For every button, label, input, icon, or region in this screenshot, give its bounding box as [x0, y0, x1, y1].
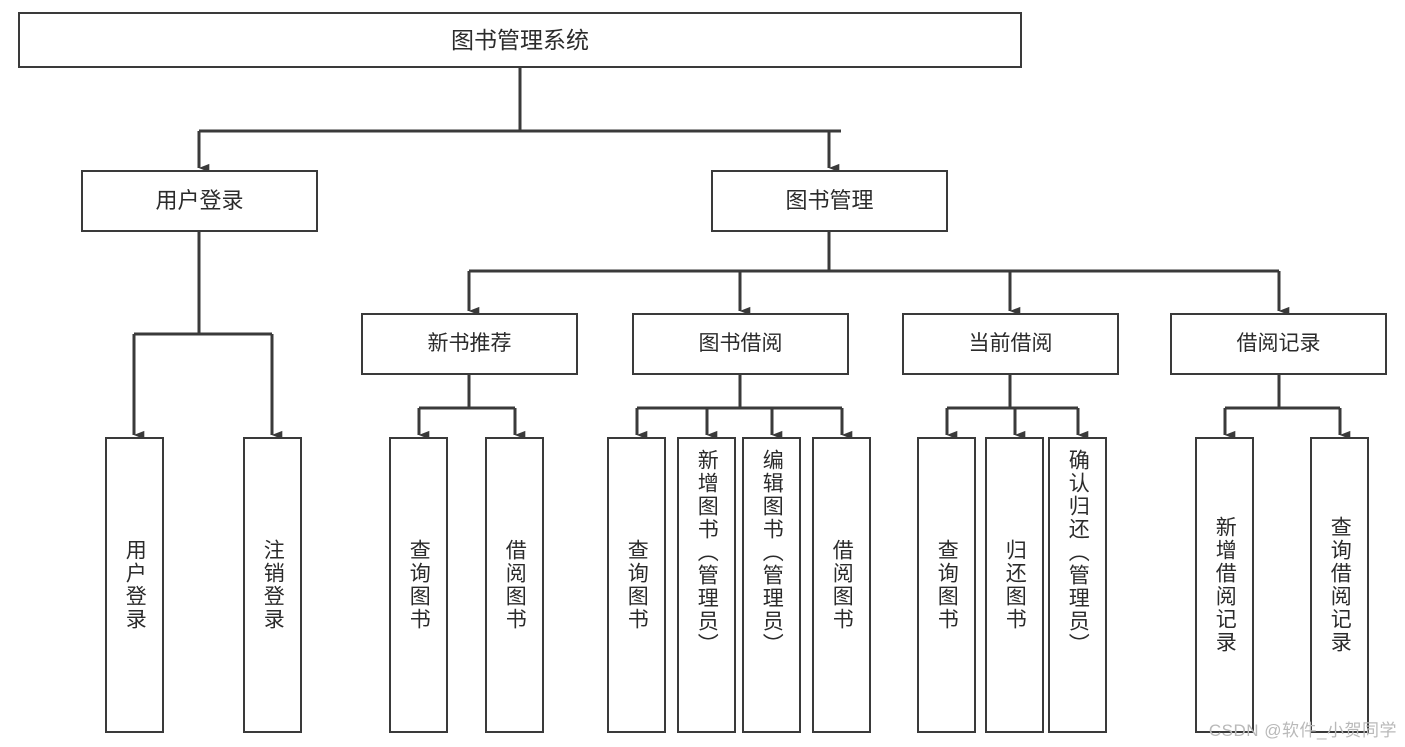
node-leaf-add-borrow-record[interactable]: 新增借阅记录 — [1195, 437, 1254, 733]
node-leaf-query-borrow-record[interactable]: 查询借阅记录 — [1310, 437, 1369, 733]
node-leaf-add-book[interactable]: 新增图书（管理员） — [677, 437, 736, 733]
node-label: 查询图书 — [625, 539, 649, 631]
node-label: 归还图书 — [1003, 539, 1027, 631]
node-label: 图书管理 — [785, 187, 874, 213]
node-leaf-borrow-book-recommend[interactable]: 借阅图书 — [485, 437, 544, 733]
node-label: 借阅图书 — [830, 539, 854, 631]
node-label: 确认归还（管理员） — [1066, 449, 1090, 656]
node-leaf-user-login[interactable]: 用户登录 — [105, 437, 164, 733]
node-new-book-recommend[interactable]: 新书推荐 — [361, 313, 578, 375]
node-root-system[interactable]: 图书管理系统 — [18, 12, 1022, 68]
watermark-text: CSDN @软件_小贺同学 — [1208, 721, 1397, 740]
node-book-manage[interactable]: 图书管理 — [711, 170, 948, 232]
node-label: 查询图书 — [407, 539, 431, 631]
node-leaf-query-book-borrow[interactable]: 查询图书 — [607, 437, 666, 733]
node-leaf-query-book-current[interactable]: 查询图书 — [917, 437, 976, 733]
node-label: 新增图书（管理员） — [695, 449, 719, 656]
node-label: 借阅图书 — [503, 539, 527, 631]
node-label: 编辑图书（管理员） — [760, 449, 784, 656]
node-leaf-query-book-recommend[interactable]: 查询图书 — [389, 437, 448, 733]
node-leaf-confirm-return[interactable]: 确认归还（管理员） — [1048, 437, 1107, 733]
node-label: 用户登录 — [123, 539, 147, 631]
node-current-borrow[interactable]: 当前借阅 — [902, 313, 1119, 375]
node-label: 借阅记录 — [1236, 332, 1321, 356]
node-label: 图书借阅 — [698, 332, 783, 356]
node-user-login[interactable]: 用户登录 — [81, 170, 318, 232]
node-label: 图书管理系统 — [451, 26, 589, 53]
node-label: 查询图书 — [935, 539, 959, 631]
node-label: 注销登录 — [261, 539, 285, 631]
node-label: 用户登录 — [155, 187, 244, 213]
node-leaf-edit-book[interactable]: 编辑图书（管理员） — [742, 437, 801, 733]
node-label: 新增借阅记录 — [1213, 516, 1237, 654]
node-label: 当前借阅 — [968, 332, 1053, 356]
node-borrow-record[interactable]: 借阅记录 — [1170, 313, 1387, 375]
node-leaf-logout-login[interactable]: 注销登录 — [243, 437, 302, 733]
node-label: 新书推荐 — [427, 332, 512, 356]
node-leaf-return-book[interactable]: 归还图书 — [985, 437, 1044, 733]
node-leaf-borrow-book[interactable]: 借阅图书 — [812, 437, 871, 733]
node-label: 查询借阅记录 — [1328, 516, 1352, 654]
node-book-borrow[interactable]: 图书借阅 — [632, 313, 849, 375]
